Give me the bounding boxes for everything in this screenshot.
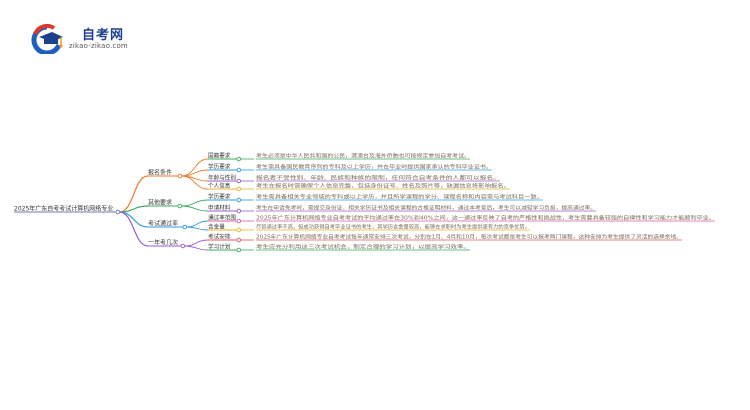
leaf-detail-0-3: 考生在报名时需确保个人信息完整，包括身份证号、姓名及照片等，缺漏信息将影响报名。	[256, 183, 510, 190]
leaf-label-0-0: 国籍要求	[208, 152, 231, 160]
leaf-label-0-1: 学历要求	[208, 163, 231, 171]
branch-dot-1	[177, 203, 183, 209]
leaf-detail-1-1: 考生在申请免考时，需提交身份证、相关学历证书及相关课程的合格证明材料，通过本考查…	[256, 205, 596, 212]
branch-connector-3	[119, 211, 149, 247]
branch-label-3: 一年考几次	[148, 239, 178, 247]
branch-dot-0	[177, 173, 183, 179]
leaf-dot-3-1	[236, 247, 242, 253]
leaf-detail-1-0: 考生需具备相关专业领域的专科或以上学历，并且所学课程的学分、课程名称和内容需与考…	[256, 194, 543, 201]
leaf-dot-1-0	[236, 197, 242, 203]
leaf-connector-1-1	[181, 205, 209, 212]
leaf-detail-2-0: 2025年广东计算机网络专业自考考试的平均通过率在30%到40%之间，这一通过率…	[256, 215, 715, 222]
leaf-dot-3-0	[236, 237, 242, 243]
leaf-label-3-1: 学习计划	[208, 243, 231, 251]
leaf-connector-3-1	[184, 245, 209, 251]
leaf-detail-0-0: 考生必须是中华人民共和国的公民，港澳台及海外侨胞也可按规定参加自考考试。	[256, 153, 470, 160]
branch-connector-0	[119, 175, 149, 213]
leaf-connector-3-0	[184, 239, 209, 247]
leaf-detail-2-1: 尽管通过率不高，但成功获得自考毕业证书的考生，其学历含金量较高，能够在求职时为考…	[256, 224, 530, 231]
leaf-connector-2-1	[186, 226, 209, 231]
site-logo[interactable]: 自考网 zikao-zikao.com	[30, 22, 170, 58]
leaf-connector-1-0	[181, 199, 209, 207]
branch-label-2: 考试通过率	[148, 220, 178, 228]
branch-dot-3	[180, 243, 186, 249]
leaf-dot-2-1	[236, 227, 242, 233]
logo-name: 自考网	[82, 28, 125, 43]
root-connector-dot	[115, 209, 121, 215]
branch-label-1: 其他要求	[148, 199, 172, 207]
root-node-label: 2025年广东自考考试计算机网络专业	[14, 205, 113, 213]
leaf-dot-0-2	[236, 178, 242, 184]
logo-url: zikao-zikao.com	[69, 42, 128, 50]
leaf-detail-3-0: 2025年广东计算机网络专业自考考试每年通常安排三次考试，分别在1月、4月和10…	[256, 234, 682, 241]
leaf-detail-3-1: 考生应充分利用这三次考试机会，制定合理的学习计划，以提高学习效率。	[256, 244, 470, 251]
leaf-label-1-0: 学历要求	[208, 193, 231, 201]
leaf-label-1-1: 申请材料	[208, 204, 231, 212]
leaf-label-2-0: 通过率范围	[208, 214, 236, 222]
leaf-dot-2-0	[236, 218, 242, 224]
leaf-detail-0-1: 考生需具备国民教育序列的专科及以上学历，并在毕业时提供国家承认的专科毕业证书。	[256, 164, 492, 171]
leaf-detail-0-2: 报名者不受性别、年龄、民族和种族的限制，任何符合自考条件的人都可以报名。	[256, 175, 500, 182]
leaf-dot-0-0	[236, 156, 242, 162]
leaf-label-0-3: 个人信息	[208, 182, 231, 190]
leaf-label-0-2: 年龄与性别	[208, 174, 236, 182]
branch-dot-2	[182, 224, 188, 230]
leaf-dot-0-3	[236, 186, 242, 192]
leaf-label-2-1: 含金量	[208, 223, 225, 231]
leaf-connector-2-0	[186, 220, 209, 228]
leaf-dot-1-1	[236, 208, 242, 214]
leaf-label-3-0: 考试安排	[208, 233, 231, 241]
graduation-cap-icon	[31, 24, 63, 54]
branch-label-0: 报名条件	[148, 169, 172, 177]
branch-connector-2	[119, 211, 149, 228]
leaf-connector-0-3	[181, 175, 209, 190]
leaf-dot-0-1	[236, 167, 242, 173]
